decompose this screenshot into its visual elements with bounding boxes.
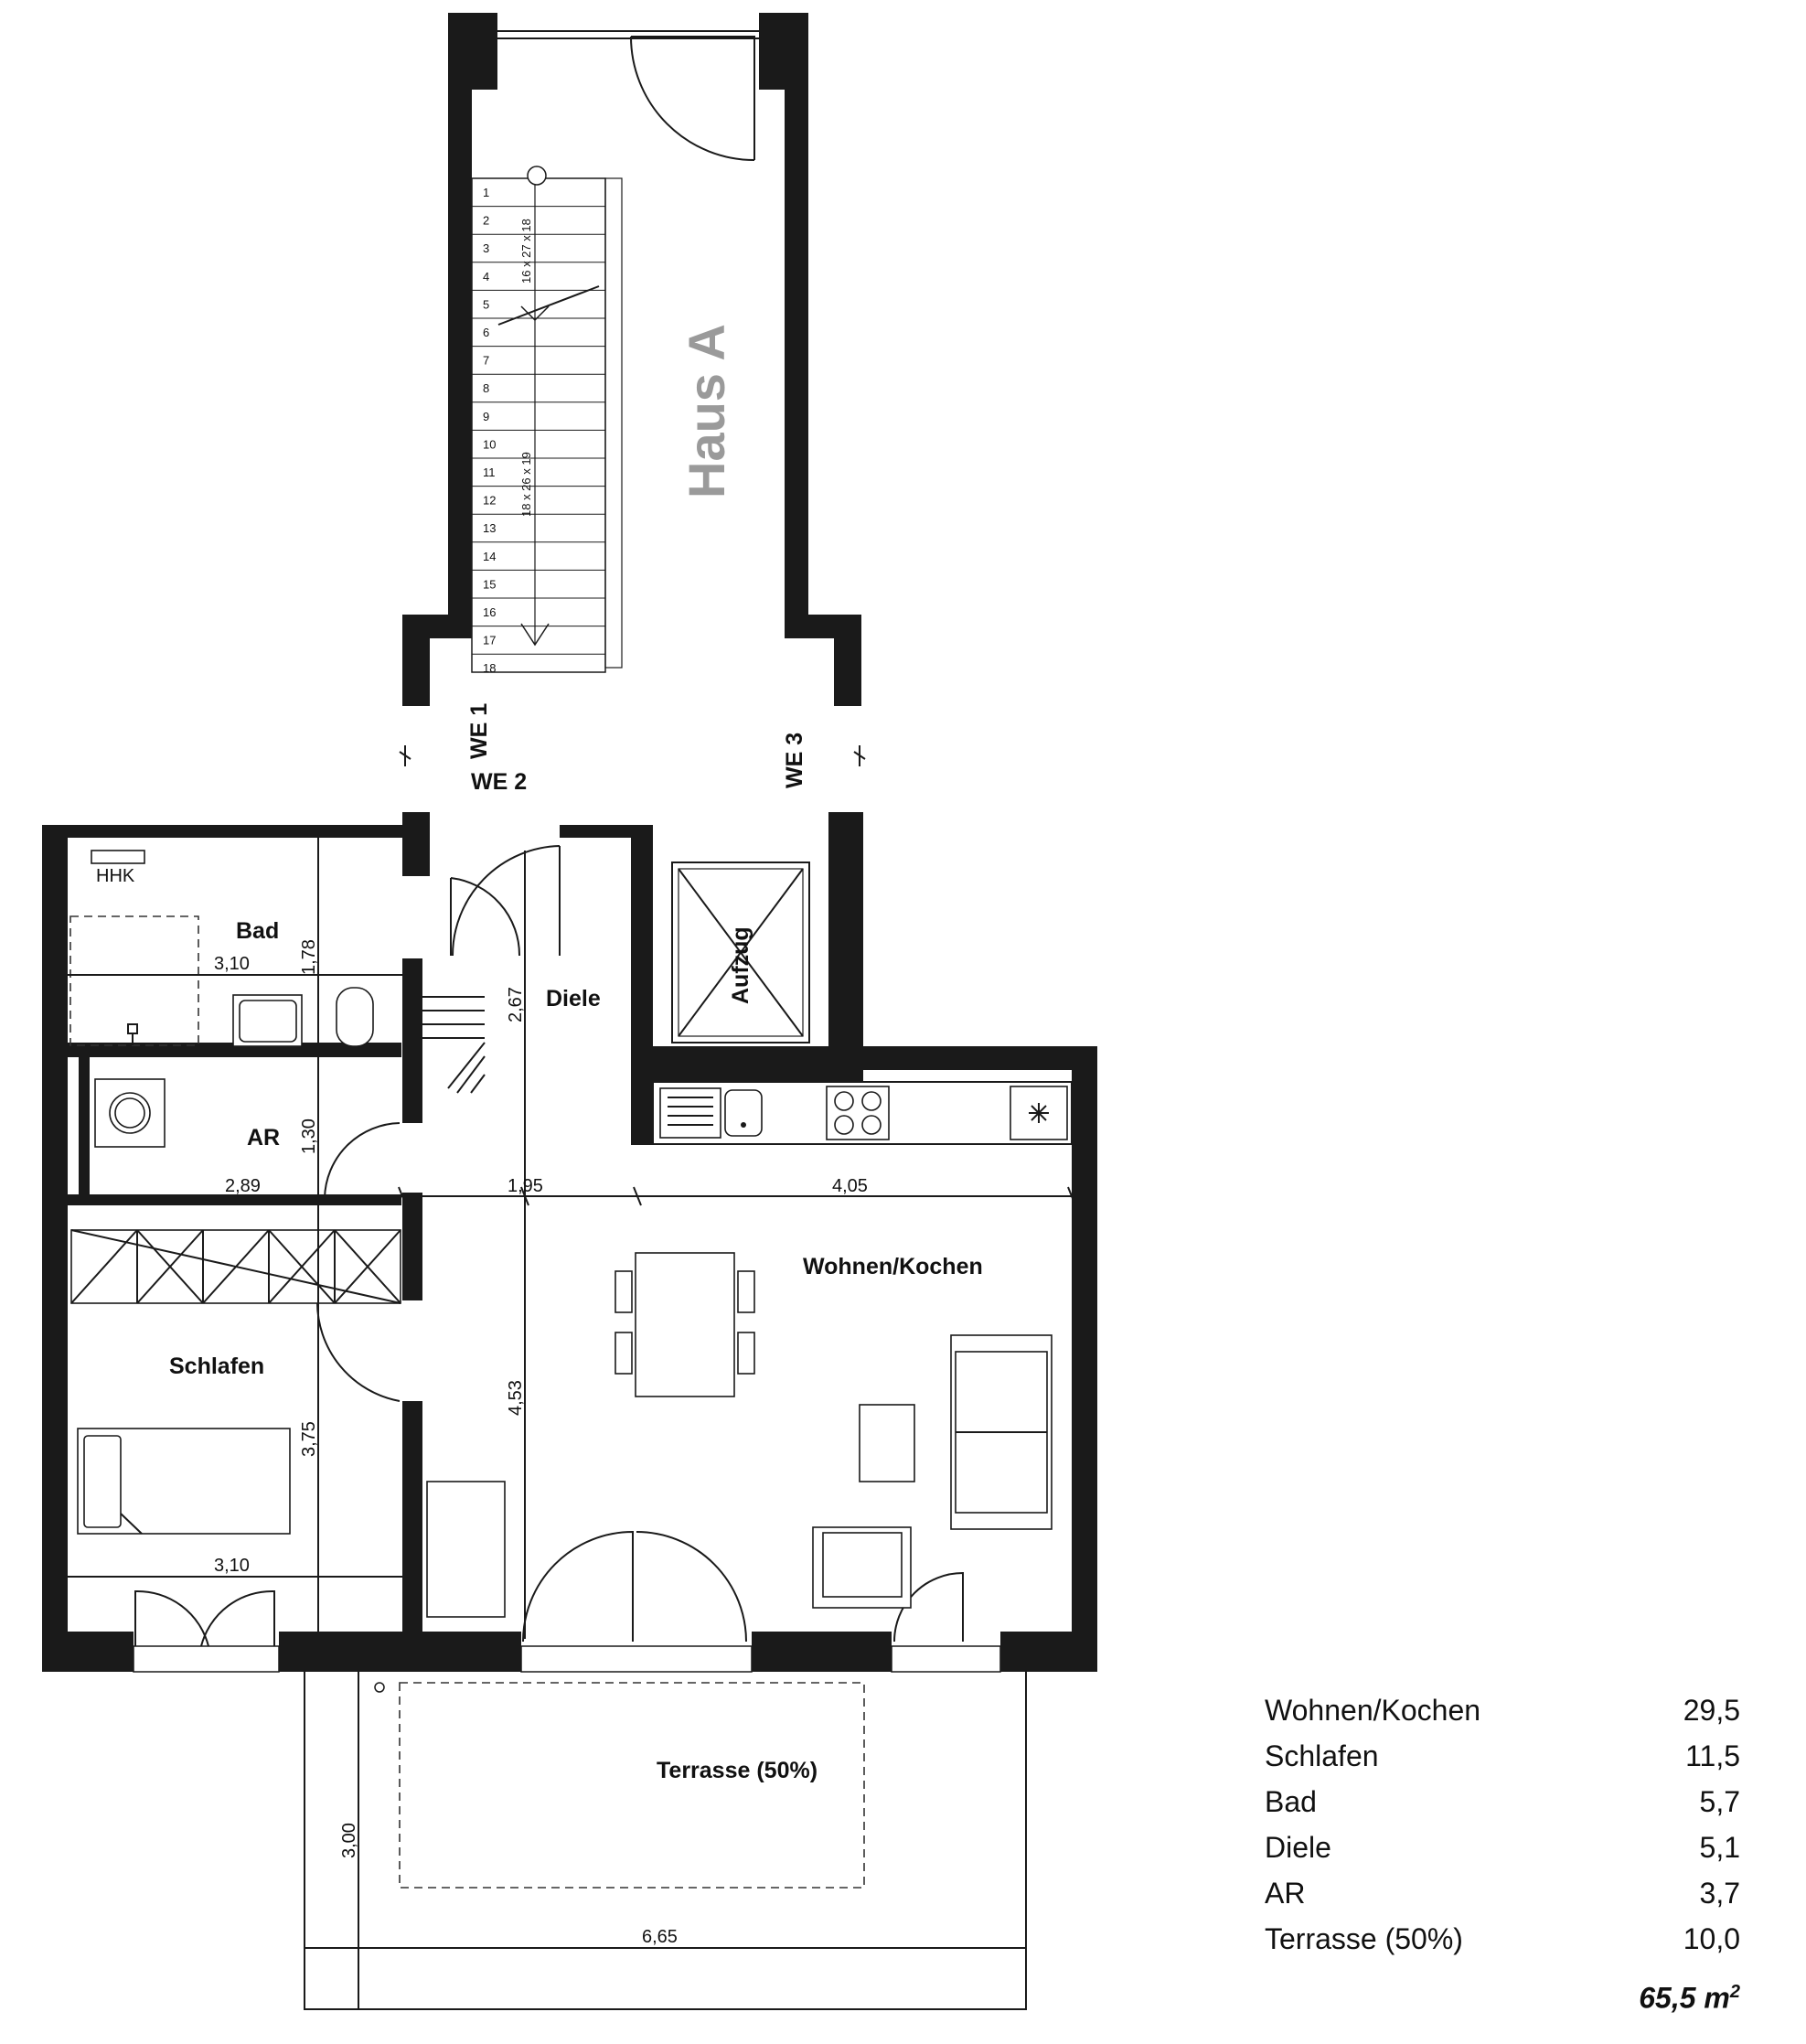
doors (134, 845, 964, 1647)
bathroom-fixtures: HHK Bad (69, 850, 374, 1047)
unit-label-we2: WE 2 (471, 769, 527, 795)
stair-step-number: 18 (483, 661, 496, 675)
stair-step-number: 15 (483, 577, 496, 591)
area-row-name: Terrasse (50%) (1265, 1922, 1463, 1955)
dim-schlafen-depth: 3,75 (299, 1421, 319, 1457)
unit-label-we3: WE 3 (782, 733, 807, 788)
dim-kitchen-width: 4,05 (832, 1176, 868, 1196)
area-row-name: Bad (1265, 1785, 1317, 1818)
stair-step-number: 7 (483, 354, 489, 368)
stair-step-number: 14 (483, 550, 496, 563)
building-label: Haus A (678, 324, 735, 498)
room-label-schlafen: Schlafen (169, 1354, 264, 1379)
lower-flight-label: 18 x 26 x 19 (519, 452, 533, 517)
kitchen-counter (652, 1081, 1073, 1145)
dim-terrace-depth: 3,00 (339, 1823, 359, 1858)
area-row: Wohnen/Kochen 29,5 (1265, 1687, 1740, 1733)
area-row: Diele 5,1 (1265, 1825, 1740, 1870)
room-label-wohnen: Wohnen/Kochen (803, 1254, 983, 1279)
dim-terrace-width: 6,65 (642, 1927, 678, 1947)
dim-bad-width: 3,10 (214, 954, 250, 974)
stair-step-number: 3 (483, 241, 489, 255)
room-label-diele: Diele (546, 986, 601, 1011)
stair-symbol (422, 996, 486, 1094)
dimension-labels: 3,10 1,78 2,67 1,30 2,89 1,95 4,05 3,75 … (214, 939, 868, 1947)
stair-step-number: 4 (483, 270, 489, 284)
ar-fixtures: AR (94, 1078, 280, 1150)
dim-bad-depth: 1,78 (299, 939, 319, 975)
fixture-label-hhk: HHK (96, 866, 135, 886)
stair-step-number: 12 (483, 494, 496, 508)
stair-step-number: 5 (483, 297, 489, 311)
area-row-name: AR (1265, 1877, 1306, 1910)
area-row: Bad 5,7 (1265, 1779, 1740, 1825)
area-total-unit-sup: 2 (1729, 1982, 1740, 2002)
area-row: Terrasse (50%) 10,0 (1265, 1916, 1740, 1962)
stair-step-number: 10 (483, 437, 496, 451)
dim-hall-width: 1,95 (508, 1176, 543, 1196)
dim-diele-depth: 2,67 (506, 987, 526, 1022)
area-row-value: 3,7 (1699, 1877, 1740, 1910)
dim-schlafen-width: 3,10 (214, 1556, 250, 1576)
stair-step-number: 16 (483, 605, 496, 619)
room-label-bad: Bad (236, 918, 279, 944)
area-row-value: 11,5 (1685, 1739, 1740, 1772)
area-row-name: Wohnen/Kochen (1265, 1694, 1481, 1727)
stair-step-number: 2 (483, 214, 489, 228)
area-row: Schlafen 11,5 (1265, 1733, 1740, 1779)
upper-flight-label: 16 x 27 x 18 (519, 219, 533, 284)
elevator: Aufzug (671, 861, 810, 1043)
area-row-value: 5,7 (1699, 1785, 1740, 1818)
area-total: 65,5 m2 (1265, 1969, 1740, 2015)
dim-living-depth: 4,53 (506, 1380, 526, 1416)
stair-step-number: 17 (483, 634, 496, 647)
dim-ar-width: 2,89 (225, 1176, 261, 1196)
area-row-name: Schlafen (1265, 1739, 1379, 1772)
wohnen-furniture: Wohnen/Kochen Diele (426, 986, 1053, 1618)
area-row-value: 5,1 (1699, 1831, 1740, 1864)
area-row-name: Diele (1265, 1831, 1331, 1864)
area-row-value: 10,0 (1683, 1922, 1740, 1955)
schlafen-furniture: Schlafen (70, 1229, 401, 1535)
dimension-lines (68, 838, 1076, 1639)
stair-step-number: 9 (483, 410, 489, 423)
terrace: Terrasse (50%) (304, 1672, 1027, 2010)
room-label-ar: AR (247, 1125, 280, 1150)
unit-label-we1: WE 1 (466, 703, 492, 759)
area-row-value: 29,5 (1683, 1694, 1740, 1727)
stair-step-number: 1 (483, 186, 489, 199)
stair-step-number: 13 (483, 521, 496, 535)
stair-step-number: 11 (483, 466, 496, 479)
room-label-terrasse: Terrasse (50%) (657, 1758, 818, 1783)
area-row: AR 3,7 (1265, 1870, 1740, 1916)
stair-step-number: 6 (483, 326, 489, 339)
stair-step-number: 8 (483, 381, 489, 395)
dim-ar-depth: 1,30 (299, 1118, 319, 1154)
area-total-value: 65,5 m (1639, 1981, 1730, 2015)
room-label-aufzug: Aufzug (728, 926, 753, 1004)
